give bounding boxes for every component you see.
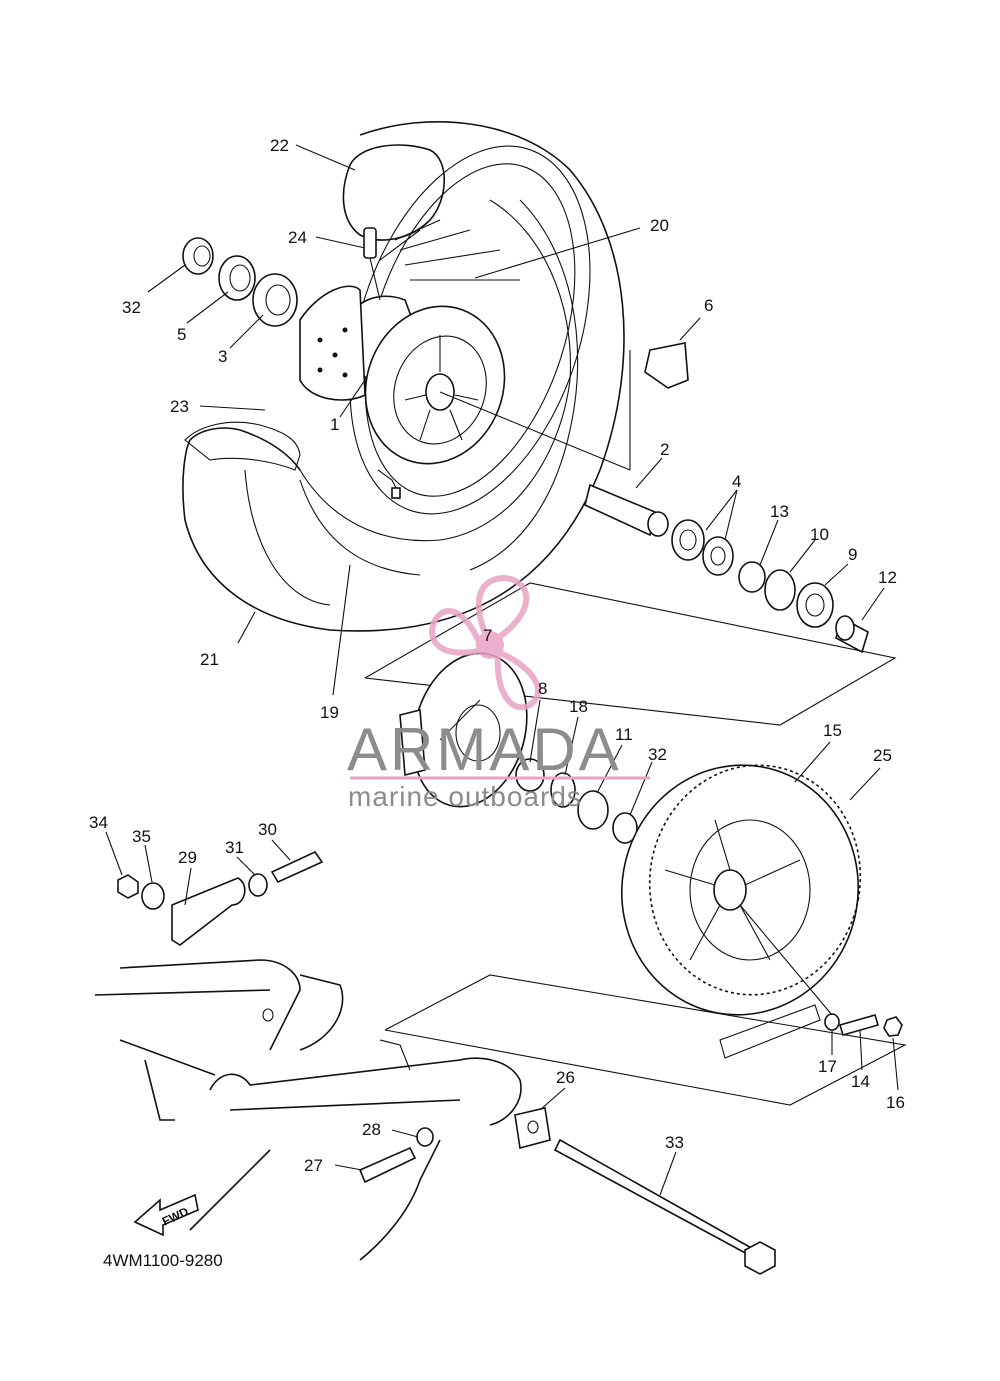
bearing-3 <box>252 273 298 327</box>
nut-31 <box>248 873 268 897</box>
leader-lines <box>105 144 899 1196</box>
part-label-6: 6 <box>704 296 713 315</box>
part-label-11: 11 <box>615 725 633 744</box>
frame-box-bottom <box>384 974 907 1106</box>
bracket-6 <box>629 342 689 470</box>
part-label-9: 9 <box>848 545 857 564</box>
part-label-30: 30 <box>258 820 277 839</box>
part-label-4: 4 <box>732 472 741 491</box>
part-label-7: 7 <box>483 626 492 645</box>
part-label-24: 24 <box>288 228 307 247</box>
part-label-27: 27 <box>304 1156 323 1175</box>
frame-box-top <box>364 582 897 726</box>
part-label-17: 17 <box>818 1057 837 1076</box>
swingarm <box>94 959 522 1261</box>
axle-2 <box>584 483 669 537</box>
part-label-20: 20 <box>650 216 669 235</box>
adjuster-29 <box>171 877 246 946</box>
fwd-arrow: FWD <box>133 1193 199 1237</box>
nut-16 <box>883 1016 903 1037</box>
bracket-26 <box>514 1107 551 1150</box>
part-label-32-top: 32 <box>122 298 141 317</box>
part-label-8: 8 <box>538 679 547 698</box>
part-label-23: 23 <box>170 397 189 416</box>
nut-28 <box>416 1127 434 1147</box>
part-label-2: 2 <box>660 440 669 459</box>
diagram-code: 4WM1100-9280 <box>103 1251 223 1270</box>
nut-34 <box>117 874 139 899</box>
circlip-18 <box>550 772 576 808</box>
part-label-18: 18 <box>569 697 588 716</box>
part-label-34: 34 <box>89 813 108 832</box>
part-label-15: 15 <box>823 721 842 740</box>
bolt-30 <box>270 850 324 884</box>
drive-belt-25 <box>719 1004 821 1059</box>
washer-35 <box>141 882 165 910</box>
part-labels: 1 2 3 4 5 6 7 8 9 10 11 12 13 14 15 16 1… <box>89 136 905 1175</box>
collar-12 <box>835 615 869 654</box>
part-label-33: 33 <box>665 1133 684 1152</box>
part-label-35: 35 <box>132 827 151 846</box>
part-label-32-mid: 32 <box>648 745 667 764</box>
bearing-9 <box>796 582 834 628</box>
part-label-25: 25 <box>873 746 892 765</box>
brake-disc <box>299 285 366 401</box>
spoke-nipple <box>377 469 401 499</box>
washer-17 <box>824 1013 840 1031</box>
watermark-tagline: marine outboards <box>348 781 582 812</box>
bearings-4 <box>671 519 734 576</box>
part-label-16: 16 <box>886 1093 905 1112</box>
pulley-15 <box>620 764 862 1016</box>
watermark-brand: ARMADA <box>347 716 622 783</box>
part-label-1: 1 <box>330 415 339 434</box>
bolt-14 <box>839 1014 879 1036</box>
part-label-26: 26 <box>556 1068 575 1087</box>
watermark: ARMADA marine outboards <box>347 574 650 812</box>
part-label-22: 22 <box>270 136 289 155</box>
part-label-31: 31 <box>225 838 244 857</box>
bolt-27 <box>358 1146 417 1184</box>
circlip-10 <box>764 569 796 611</box>
part-label-12: 12 <box>878 568 897 587</box>
collar-32-mid <box>612 812 638 844</box>
part-label-10: 10 <box>810 525 829 544</box>
part-label-21: 21 <box>200 650 219 669</box>
part-label-28: 28 <box>362 1120 381 1139</box>
spacer-13 <box>738 561 766 593</box>
axle-33 <box>553 1138 776 1275</box>
part-label-5: 5 <box>177 325 186 344</box>
part-label-19: 19 <box>320 703 339 722</box>
tire-tube <box>184 144 446 471</box>
wheel-hub <box>342 295 506 465</box>
collar-32-top <box>182 237 214 275</box>
valve-stem <box>363 227 381 301</box>
oil-seal-11 <box>577 790 609 830</box>
oil-seal-5 <box>218 255 256 301</box>
part-label-29: 29 <box>178 848 197 867</box>
part-label-14: 14 <box>851 1072 870 1091</box>
part-label-13: 13 <box>770 502 789 521</box>
propeller-logo-icon <box>429 574 541 710</box>
part-label-3: 3 <box>218 347 227 366</box>
